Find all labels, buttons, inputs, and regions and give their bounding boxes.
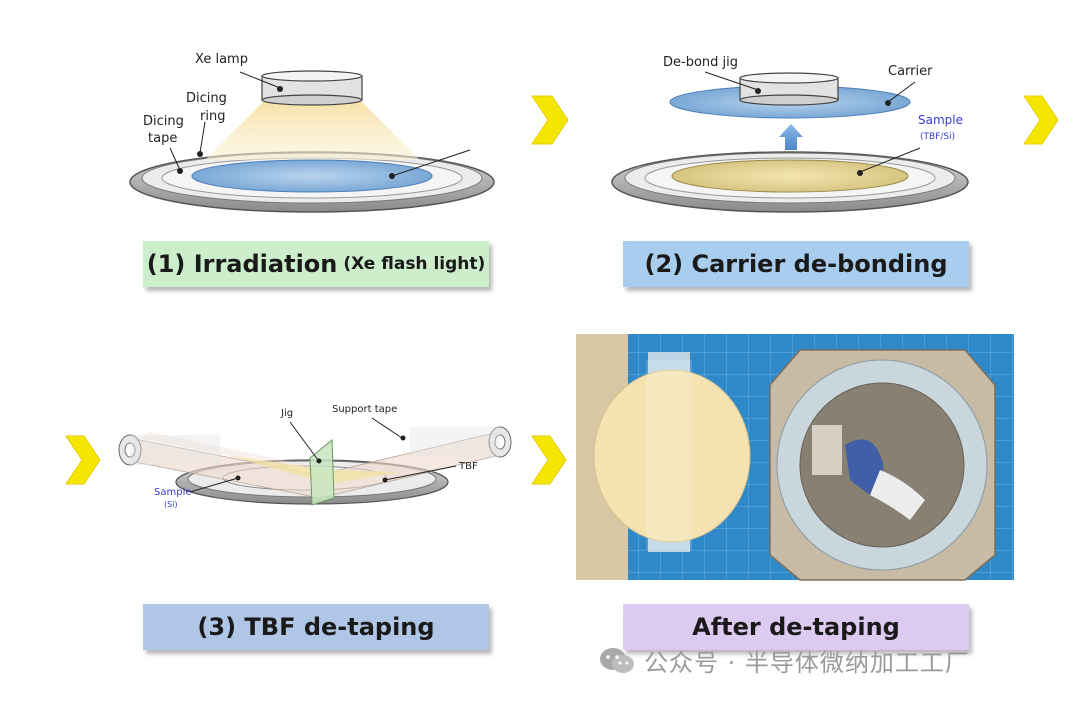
caption-tbf-detaping-text: (3) TBF de-taping	[197, 613, 435, 641]
caption-carrier-debonding-text: (2) Carrier de-bonding	[644, 250, 948, 278]
caption-after-detaping-text: After de-taping	[692, 613, 900, 641]
caption-irradiation: (1) Irradiation (Xe flash light)	[143, 241, 489, 287]
sample-tbf-si	[671, 159, 909, 193]
label-dicing-tape-1: Dicing	[143, 114, 184, 129]
label-sample-sub: (TBF/Si)	[920, 132, 955, 142]
label-support-tape: Support tape	[332, 404, 397, 415]
caption-tbf-detaping: (3) TBF de-taping	[143, 604, 489, 650]
jig	[309, 438, 335, 506]
panel-1-illustration: Xe lamp Dicing ring Dicing tape	[129, 52, 495, 213]
label-xe-lamp: Xe lamp	[195, 52, 248, 67]
detached-tbf-film	[593, 369, 751, 543]
panel-2-illustration: De-bond jig Carrier Sample (TBF/Si)	[611, 55, 969, 213]
caption-after-detaping: After de-taping	[623, 604, 969, 650]
de-bond-jig	[739, 72, 839, 106]
chevron-arrow-icon	[531, 435, 567, 485]
right-roller	[410, 426, 512, 458]
label-dicing-ring-2: ring	[200, 109, 225, 124]
flash-light-beam	[205, 100, 420, 160]
lift-arrow-icon	[779, 124, 803, 150]
wafer-sample	[191, 159, 433, 193]
chevron-arrow-icon	[1023, 95, 1059, 145]
caption-irradiation-sub: (Xe flash light)	[343, 254, 486, 274]
watermark: 公众号 · 半导体微纳加工工厂	[598, 643, 970, 678]
caption-carrier-debonding: (2) Carrier de-bonding	[623, 241, 969, 287]
chevron-arrow-icon	[65, 435, 101, 485]
caption-irradiation-main: (1) Irradiation	[146, 250, 338, 278]
label-jig: Jig	[280, 408, 293, 419]
left-roller	[118, 434, 220, 466]
label-sample-si-sub: (Si)	[164, 500, 178, 509]
wechat-icon	[600, 647, 634, 673]
label-dicing-ring-1: Dicing	[186, 91, 227, 106]
label-sample: Sample	[918, 113, 963, 127]
panel-3-illustration: Jig Support tape TBF Sample (Si)	[118, 404, 512, 509]
label-de-bond-jig: De-bond jig	[663, 55, 738, 70]
label-tbf: TBF	[458, 461, 478, 472]
xe-lamp	[261, 70, 363, 106]
chevron-arrow-icon	[531, 95, 569, 145]
label-dicing-tape-2: tape	[148, 131, 177, 146]
label-sample-si: Sample	[154, 487, 192, 498]
watermark-text: 公众号 · 半导体微纳加工工厂	[644, 649, 970, 677]
label-carrier: Carrier	[888, 64, 933, 79]
after-detaping-photo	[576, 334, 1014, 581]
